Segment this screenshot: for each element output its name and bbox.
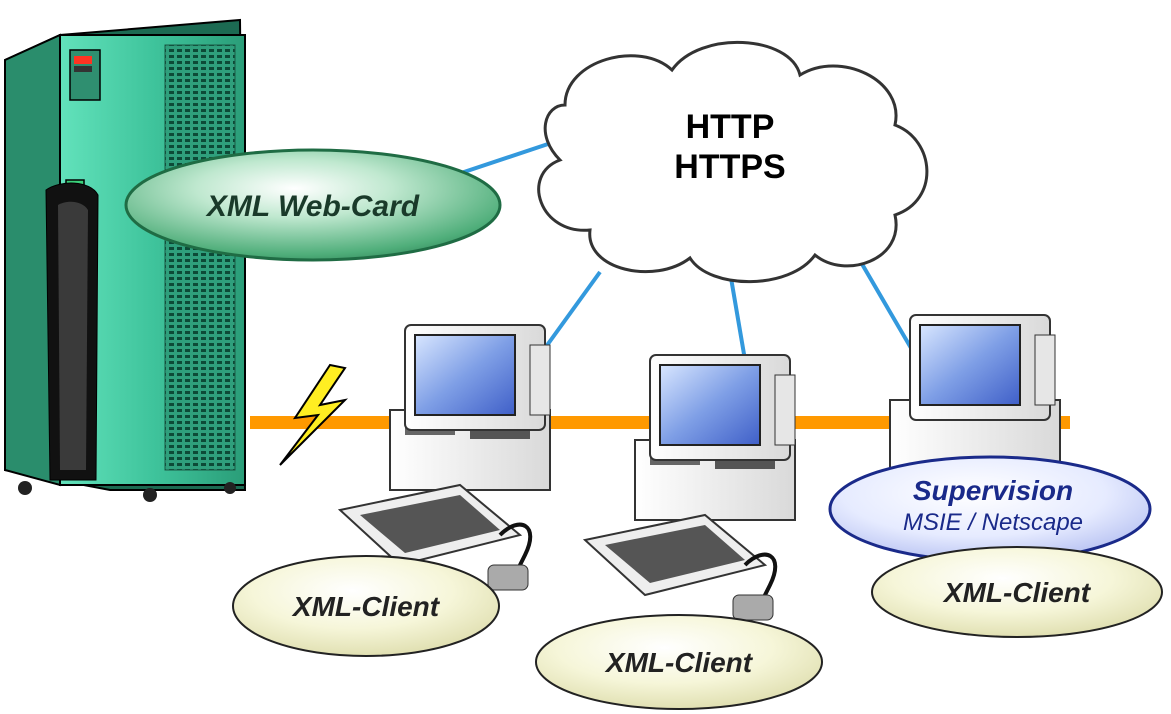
link-client1-cloud <box>538 270 602 357</box>
lightning-bolt-icon <box>279 363 349 466</box>
client-label-2: XML-Client <box>604 647 754 678</box>
client-computer-2 <box>582 354 796 621</box>
cloud-label-https: HTTPS <box>674 148 785 186</box>
webcard-label: XML Web-Card <box>205 190 420 223</box>
supervision-title: Supervision <box>913 475 1073 506</box>
client-oval-1: XML-Client <box>232 555 500 657</box>
client-computer-3 <box>889 314 1061 476</box>
client-oval-2: XML-Client <box>535 614 823 710</box>
client-computer-1 <box>337 324 551 591</box>
internet-cloud: HTTP HTTPS <box>537 41 929 284</box>
client-label-3: XML-Client <box>942 577 1092 608</box>
link-client2-cloud <box>728 271 747 361</box>
supervision-oval: Supervision MSIE / Netscape <box>828 455 1152 563</box>
network-links <box>439 138 920 362</box>
client-label-1: XML-Client <box>291 591 441 622</box>
client-oval-3: XML-Client <box>871 546 1163 638</box>
link-client3-cloud <box>853 250 920 362</box>
server-cabinet <box>4 18 247 502</box>
cloud-label-http: HTTP <box>686 108 775 146</box>
supervision-subtitle: MSIE / Netscape <box>903 509 1083 536</box>
webcard-oval: XML Web-Card <box>124 148 502 262</box>
